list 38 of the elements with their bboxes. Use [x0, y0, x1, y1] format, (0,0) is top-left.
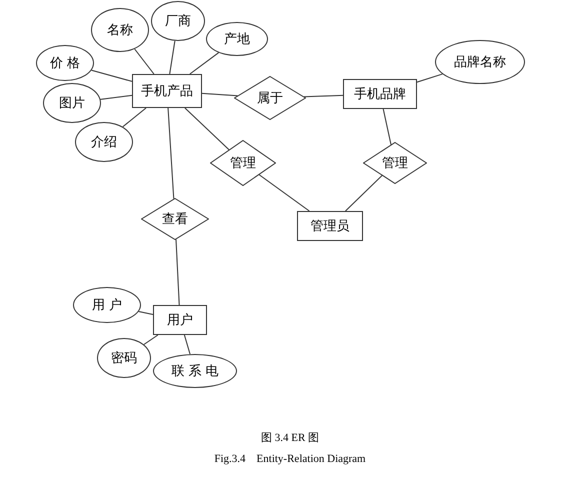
entity-box: 用户 [153, 305, 207, 335]
connector-line [169, 40, 176, 74]
connector-line [138, 311, 154, 315]
relationship-diamond: 管理 [210, 140, 276, 186]
connector-line [91, 70, 132, 82]
connector-line [258, 174, 310, 212]
attribute-ellipse: 图片 [43, 83, 101, 123]
connector-line [168, 108, 174, 200]
attribute-ellipse: 名称 [91, 8, 149, 52]
connector-line [176, 238, 180, 306]
connector-line [202, 92, 238, 96]
attribute-ellipse: 品牌名称 [435, 40, 525, 84]
relationship-diamond: 查看 [141, 198, 209, 240]
relationship-diamond: 属于 [234, 76, 306, 120]
connector-line [416, 74, 443, 83]
entity-box: 管理员 [297, 211, 363, 241]
relationship-diamond: 管理 [363, 142, 427, 184]
connector-line [382, 108, 392, 146]
connector-line [184, 334, 191, 355]
connector-line [184, 108, 230, 150]
entity-box: 手机品牌 [343, 79, 417, 109]
figure-caption: 图 3.4 ER 图 [260, 431, 320, 446]
attribute-ellipse: 密码 [97, 338, 151, 378]
connector-line [143, 334, 158, 345]
attribute-ellipse: 价 格 [36, 45, 94, 81]
attribute-ellipse: 介绍 [75, 122, 133, 162]
connector-line [189, 52, 220, 74]
attribute-ellipse: 产地 [206, 22, 268, 56]
connector-line [100, 94, 132, 100]
attribute-ellipse: 联 系 电 [153, 354, 237, 388]
figure-caption: Fig.3.4 Entity-Relation Diagram [214, 452, 366, 466]
attribute-ellipse: 厂商 [151, 1, 205, 41]
connector-line [134, 48, 154, 74]
connector-line [344, 175, 383, 212]
attribute-ellipse: 用 户 [73, 287, 141, 323]
entity-box: 手机产品 [132, 74, 202, 108]
connector-line [303, 94, 344, 98]
connector-line [122, 108, 146, 128]
